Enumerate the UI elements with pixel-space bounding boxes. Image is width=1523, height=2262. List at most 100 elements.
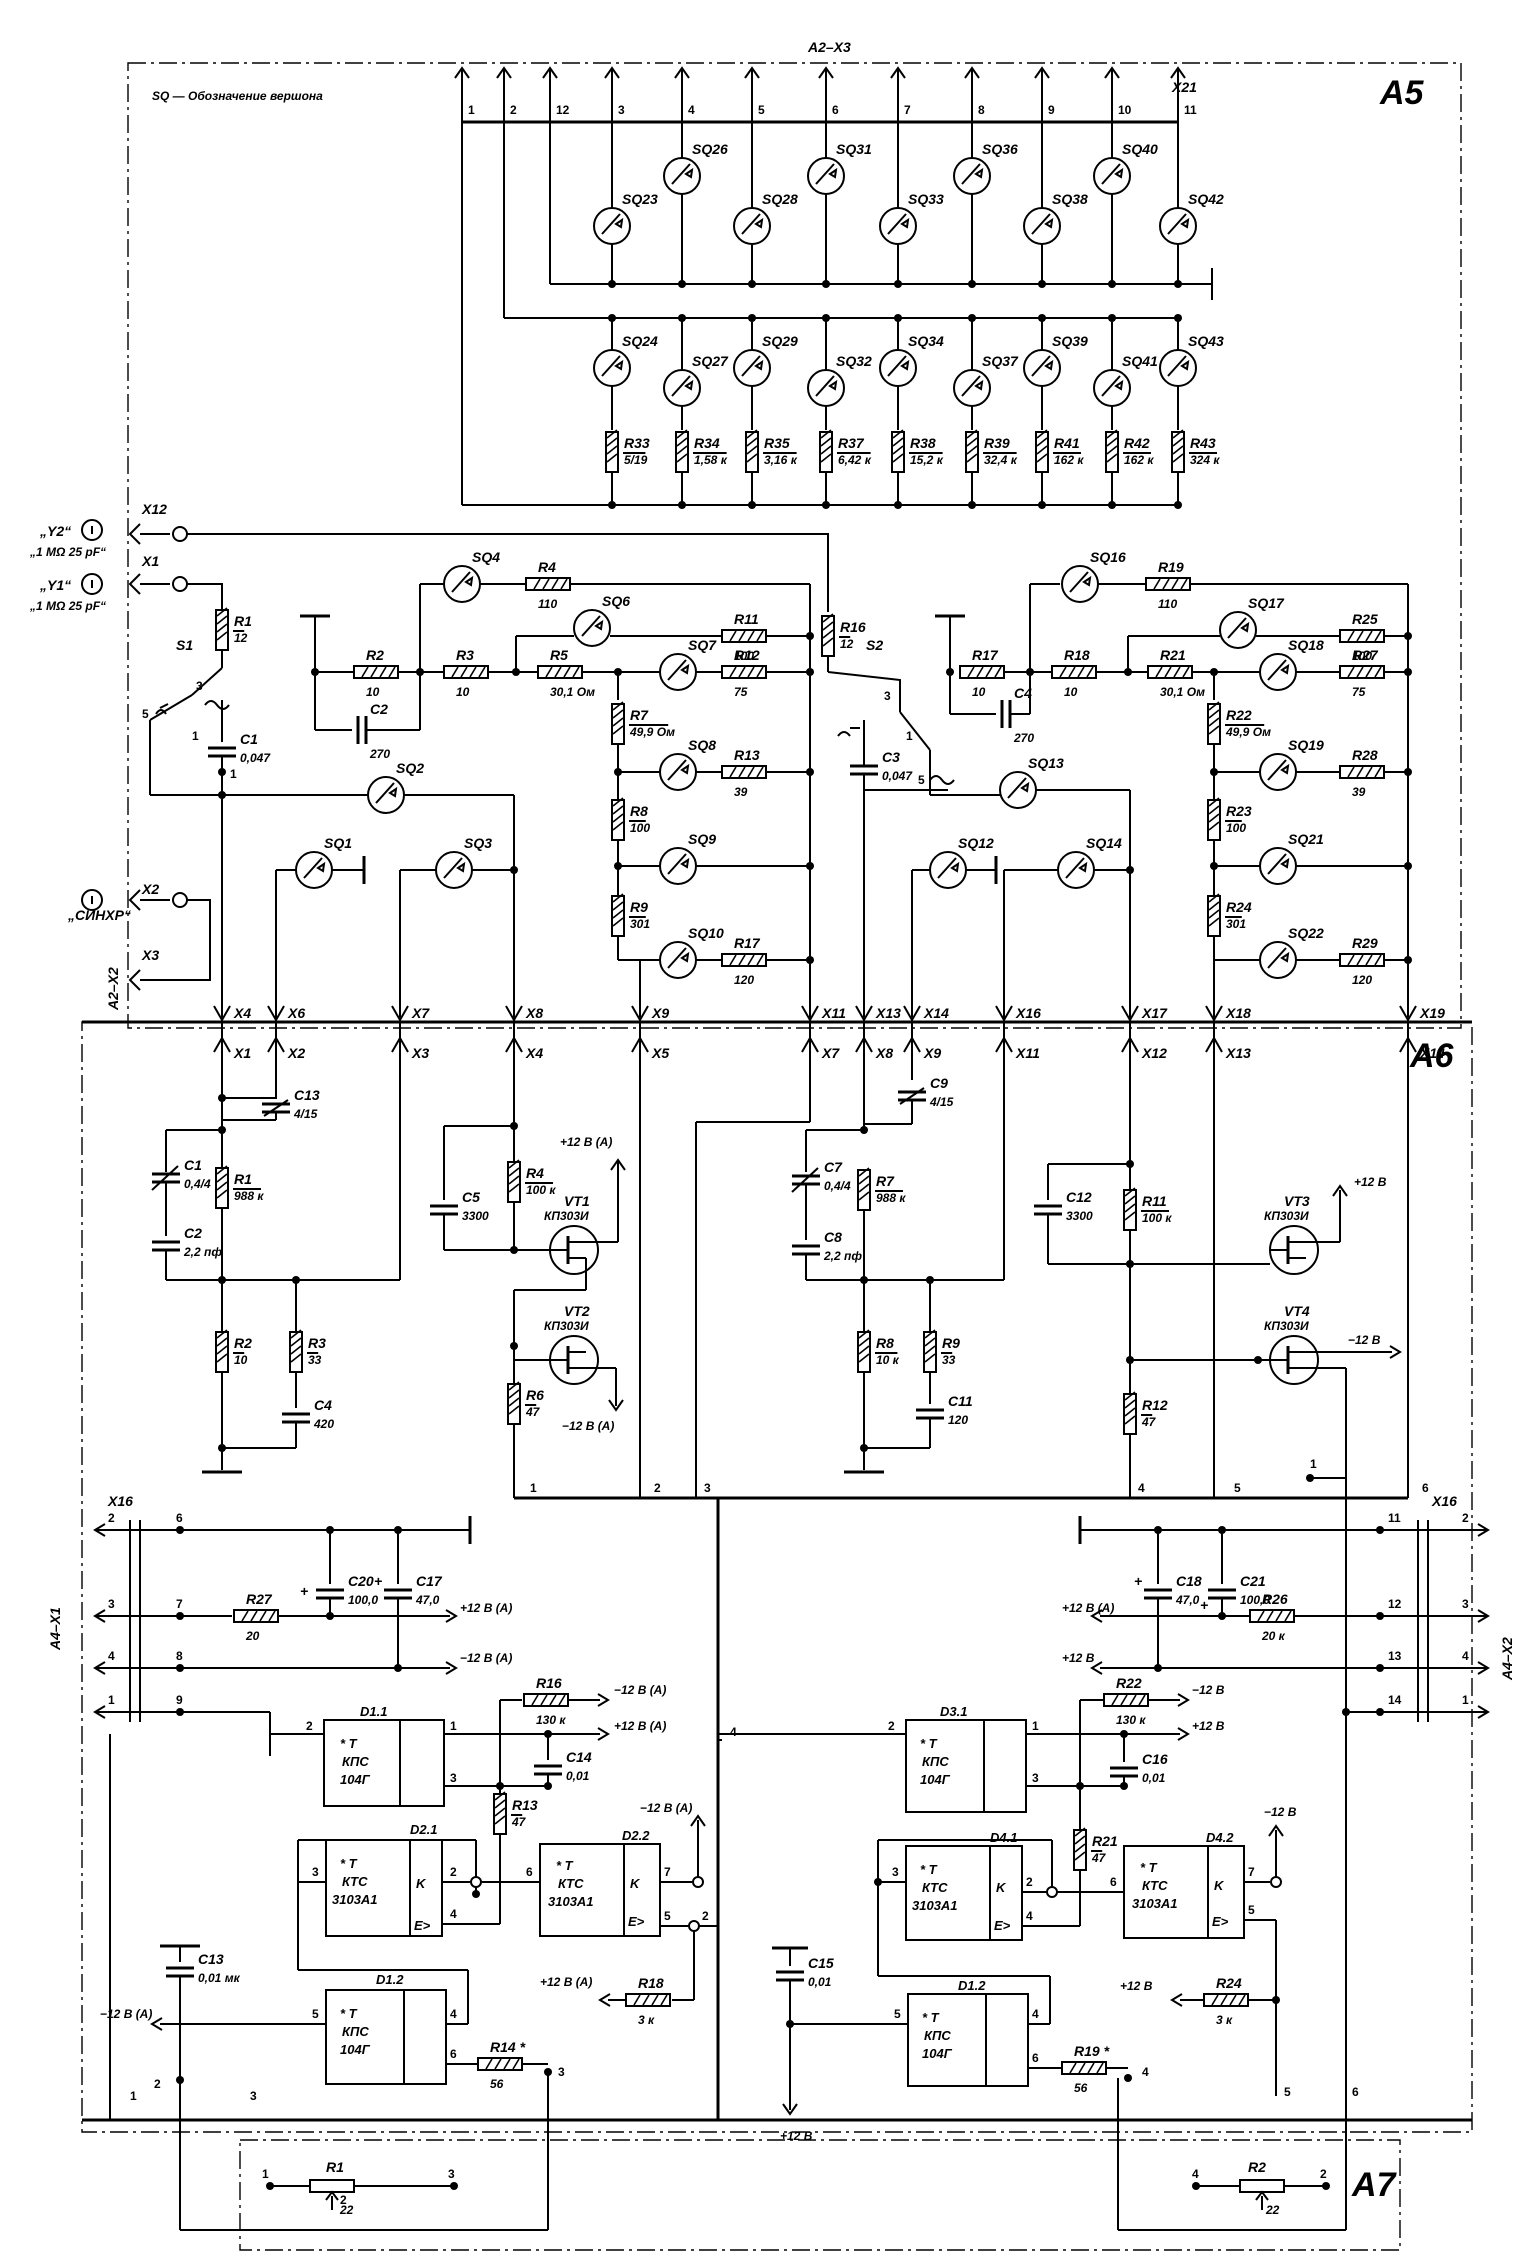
switch-s2-label: S2 — [866, 637, 883, 653]
supply-label: −12 В — [1348, 1333, 1381, 1347]
resistor-ref: R33 — [624, 435, 650, 451]
resistor-value: 100 — [734, 649, 754, 663]
inputs: „Y2“ „1 МΩ 25 pF“ „Y1“ „1 МΩ 25 pF“ „СИН… — [29, 501, 829, 1011]
capacitor-ref: C14 — [566, 1749, 592, 1765]
inverter-bubble — [1046, 1886, 1058, 1898]
chip-title: * T — [340, 2006, 358, 2021]
a6-pin-label: X8 — [875, 1045, 893, 1061]
pin-label: 3 — [884, 689, 891, 703]
transistor-type: КП303И — [544, 1319, 589, 1333]
capacitor-ref: C17 — [416, 1573, 443, 1589]
capacitor-value: 270 — [1013, 731, 1034, 745]
pin-label: 4 — [730, 1725, 737, 1739]
pin-label: 2 — [702, 1909, 709, 1923]
resistor-ref: R9 — [630, 899, 648, 915]
junction-dot — [1404, 862, 1412, 870]
x16-label: X16 — [107, 1493, 133, 1509]
chip-e: E> — [1212, 1914, 1229, 1929]
junction-dot — [1254, 1356, 1262, 1364]
resistor-value: 39 — [1352, 785, 1366, 799]
resistor-value: 30,1 Ом — [1160, 685, 1205, 699]
chip-k: K — [416, 1876, 427, 1891]
chip-title: * T — [556, 1858, 574, 1873]
resistor-ref: R18 — [638, 1975, 664, 1991]
resistor-ref: R42 — [1124, 435, 1150, 451]
resistor-value: 324 к — [1190, 453, 1220, 467]
pin-label: 1 — [450, 1719, 457, 1733]
capacitor-value: 47,0 — [415, 1593, 440, 1607]
switch-sq12: SQ12 — [929, 835, 994, 889]
pin-label: 6 — [526, 1865, 533, 1879]
pin-label: 5 — [664, 1909, 671, 1923]
a5-pin-label: X11 — [821, 1005, 846, 1021]
pin-label: 2 — [450, 1865, 457, 1879]
resistor-ref: R43 — [1190, 435, 1216, 451]
switch-label: SQ43 — [1188, 333, 1224, 349]
capacitor-value: 4/15 — [293, 1107, 318, 1121]
resistor-ref: R9 — [942, 1335, 960, 1351]
chip-k: K — [630, 1876, 641, 1891]
a5-pin-label: X9 — [651, 1005, 669, 1021]
chip-title: * T — [340, 1736, 358, 1751]
switch-sq24: SQ24 — [593, 333, 658, 387]
resistor-ref: R41 — [1054, 435, 1080, 451]
chip-ref: D1.2 — [376, 1972, 404, 1987]
resistor-value: 10 — [234, 1353, 248, 1367]
pin-label: 6 — [1352, 2085, 1359, 2099]
switch-sq33: SQ33 — [879, 191, 944, 245]
resistor-ref: R26 — [1262, 1591, 1288, 1607]
switch-label: SQ14 — [1086, 835, 1122, 851]
a6-pin-label: X3 — [411, 1045, 429, 1061]
switch-sq14: SQ14 — [1057, 835, 1122, 889]
resistor-ref: R2 — [366, 647, 384, 663]
junction-dot — [218, 791, 226, 799]
resistor-value: 56 — [1074, 2081, 1088, 2095]
connector-pin: 2 — [108, 1511, 115, 1525]
x21-label: X21 — [1171, 79, 1197, 95]
capacitor-value: 100,0 — [1240, 1593, 1270, 1607]
switch-sq16: SQ16 — [1061, 549, 1126, 603]
capacitor-ref: C9 — [930, 1075, 948, 1091]
resistor-ref: R29 — [1352, 935, 1378, 951]
input-y2-spec: „1 МΩ 25 pF“ — [29, 545, 106, 559]
chip-type: КПС — [342, 2024, 369, 2039]
chip-title: * T — [340, 1856, 358, 1871]
switch-sq7: SQ7 — [659, 637, 717, 691]
a6-pin-label: X12 — [1141, 1045, 1167, 1061]
pin-label: 4 — [450, 1907, 457, 1921]
resistor-ref: R13 — [512, 1797, 538, 1813]
connector-pin: 1 — [108, 1693, 115, 1707]
polarity: + — [1134, 1573, 1142, 1589]
resistor-value: 10 — [366, 685, 380, 699]
junction-dot — [894, 280, 902, 288]
resistor-ref: R23 — [1226, 803, 1252, 819]
resistor-value: 10 к — [876, 1353, 900, 1367]
node-number: 9 — [176, 1693, 183, 1707]
resistor-value: 100 — [630, 821, 650, 835]
capacitor-ref: C11 — [948, 1393, 973, 1409]
junction-dot — [1126, 866, 1134, 874]
junction-dot — [860, 1444, 868, 1452]
x2-label: X2 — [141, 881, 159, 897]
junction-dot — [822, 501, 830, 509]
junction-dot — [510, 866, 518, 874]
bus-pin-label: 5 — [758, 103, 765, 117]
block-a7-label: A7 — [1351, 2166, 1398, 2204]
switch-label: SQ40 — [1122, 141, 1158, 157]
